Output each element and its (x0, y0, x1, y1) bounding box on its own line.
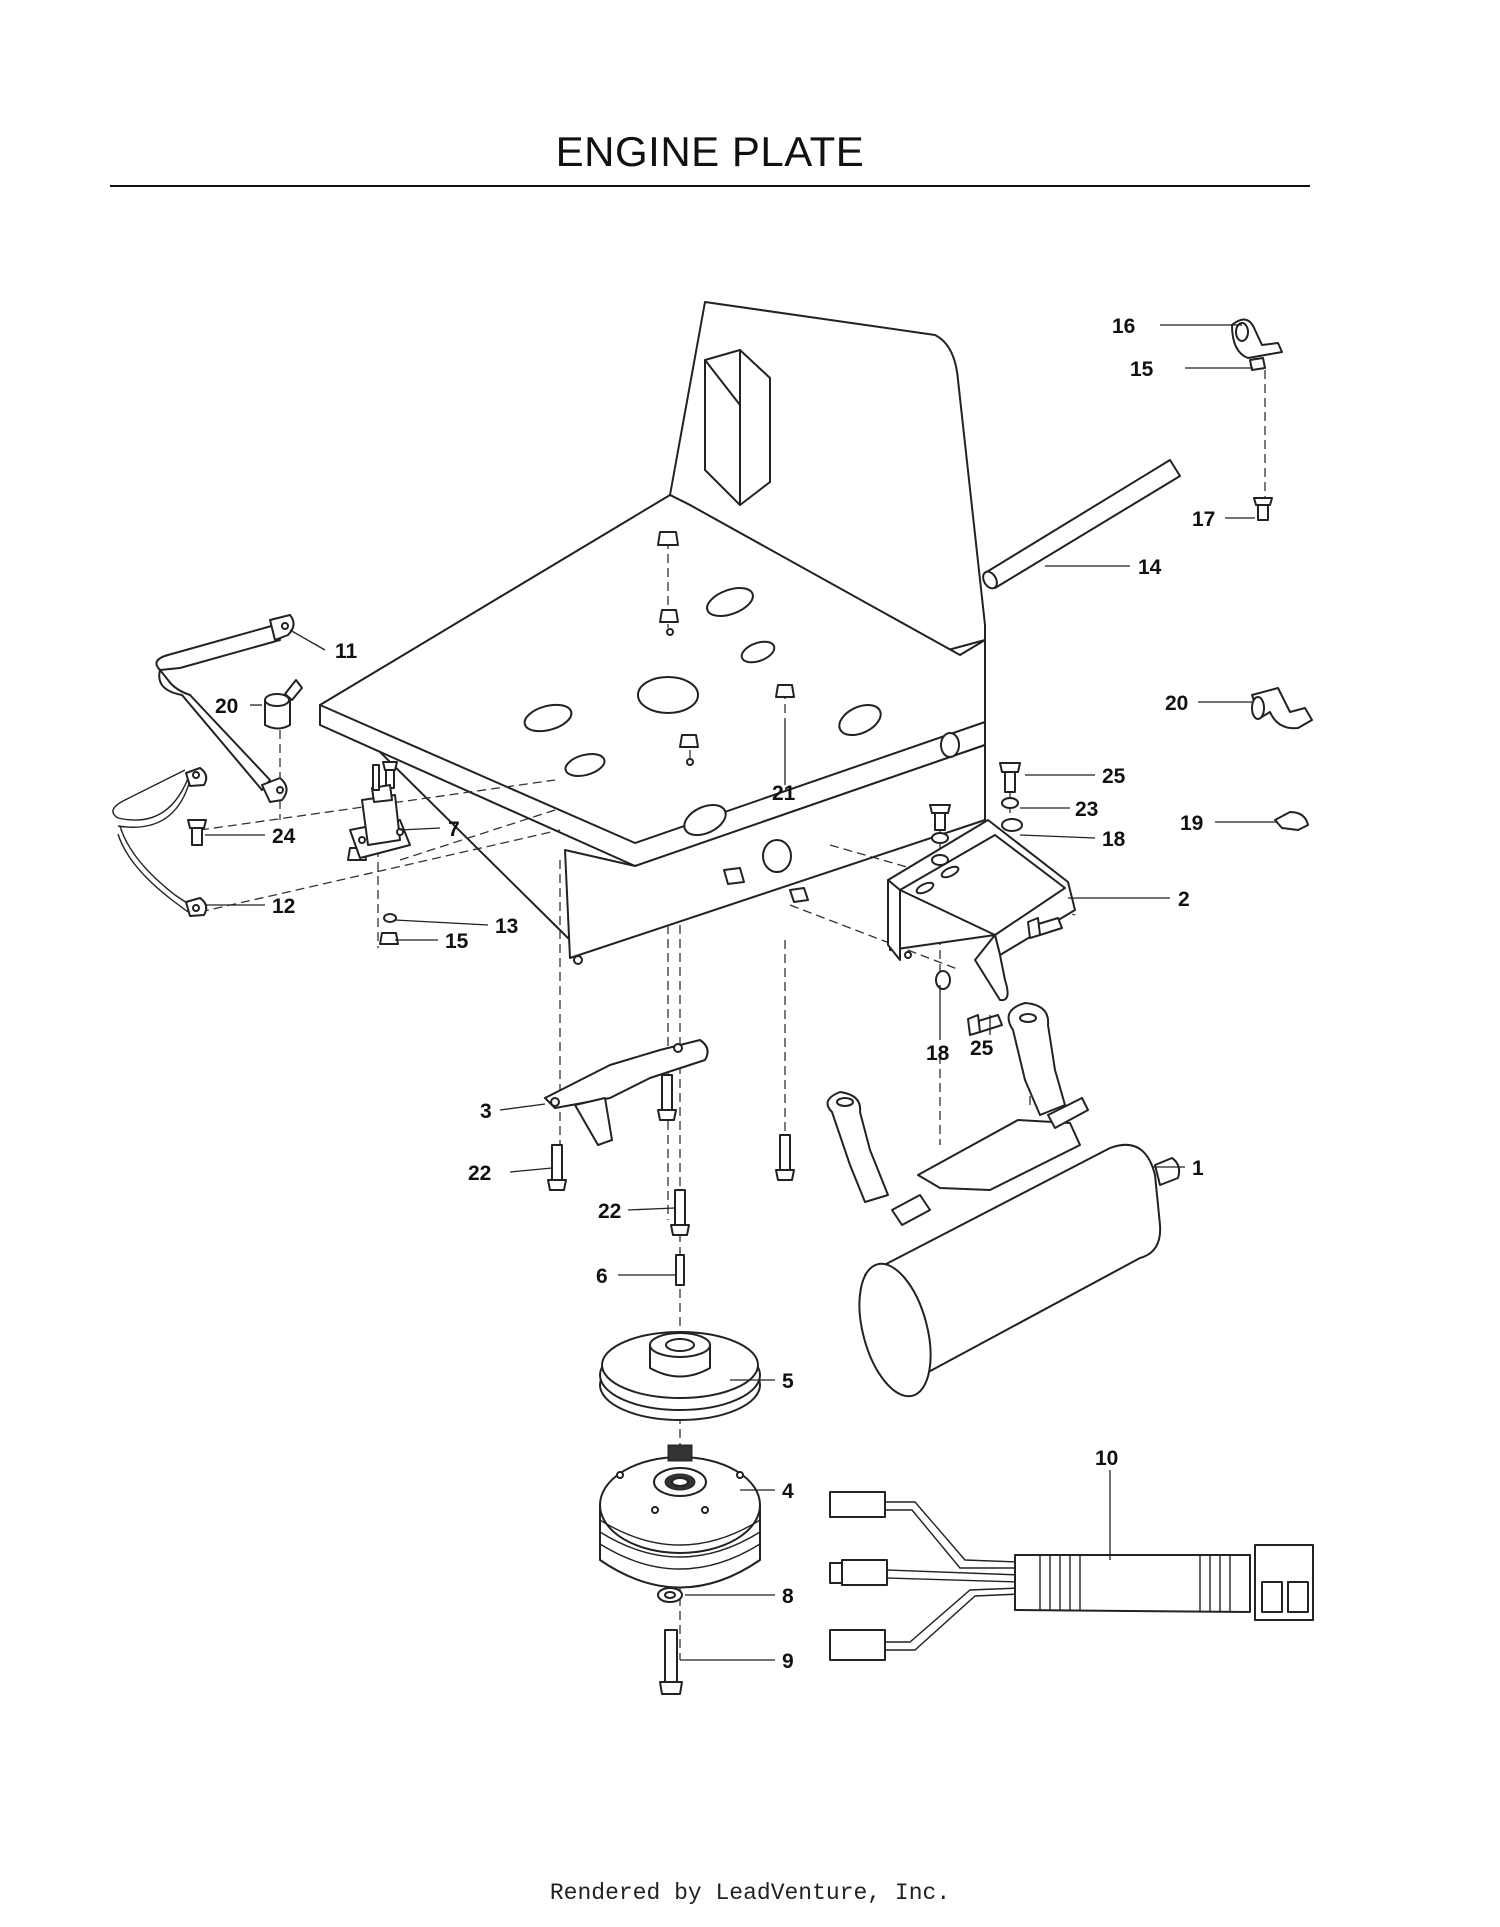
callout-13: 13 (495, 915, 518, 938)
part-11-battery-cable (155, 614, 295, 803)
part-4-clutch (599, 1444, 761, 1589)
callout-25-upper: 25 (1102, 765, 1126, 788)
callout-14: 14 (1138, 556, 1162, 579)
part-20-terminal-boot-left (264, 679, 303, 730)
callout-22-left: 22 (468, 1162, 491, 1185)
plate-nuts (657, 531, 809, 903)
callout-9: 9 (782, 1650, 794, 1673)
callout-8: 8 (782, 1585, 794, 1608)
page-title: ENGINE PLATE (555, 128, 865, 175)
shield-hardware (929, 762, 1063, 1036)
callout-12: 12 (272, 895, 295, 918)
callout-19: 19 (1180, 812, 1203, 835)
part-12-ground-cable (112, 767, 208, 917)
callout-4: 4 (782, 1480, 794, 1503)
part-10-wiring-harness (829, 1491, 1314, 1661)
callout-labels: 1 2 3 4 5 6 7 8 9 10 11 12 13 14 15 15 1… (215, 315, 1215, 1673)
callout-22-right: 22 (598, 1200, 621, 1223)
part-15-16-17-clamp (1231, 318, 1283, 521)
leader-lines (205, 324, 1278, 1661)
callout-15-left: 15 (445, 930, 469, 953)
callout-25-lower: 25 (970, 1037, 994, 1060)
callout-5: 5 (782, 1370, 794, 1393)
callout-16: 16 (1112, 315, 1135, 338)
callout-24: 24 (272, 825, 296, 848)
callout-18-upper: 18 (1102, 828, 1126, 851)
callout-23: 23 (1075, 798, 1098, 821)
callout-17: 17 (1192, 508, 1215, 531)
callout-11: 11 (335, 640, 358, 663)
part-19-clip (1274, 811, 1309, 831)
callout-10: 10 (1095, 1447, 1118, 1470)
callout-6: 6 (596, 1265, 608, 1288)
part-9-bolt (659, 1629, 683, 1695)
callout-1: 1 (1192, 1157, 1204, 1180)
title-underline (110, 185, 1310, 187)
callout-2: 2 (1178, 888, 1190, 911)
part-7-solenoid (349, 764, 411, 859)
footer-credit: Rendered by LeadVenture, Inc. (549, 1880, 951, 1906)
callout-3: 3 (480, 1100, 492, 1123)
callout-20-right: 20 (1165, 692, 1188, 715)
part-1-muffler (826, 1002, 1181, 1398)
part-2-heat-shield (887, 819, 1076, 1002)
part-3-bracket (544, 1039, 709, 1146)
part-6-key (675, 1254, 685, 1286)
callout-15-top: 15 (1130, 358, 1154, 381)
callout-21: 21 (772, 782, 796, 805)
callout-18-lower: 18 (926, 1042, 950, 1065)
part-5-pulley (599, 1331, 761, 1421)
callout-7: 7 (448, 818, 460, 841)
callout-20-left: 20 (215, 695, 238, 718)
engine-plate (319, 301, 986, 965)
part-24-bolt (187, 819, 207, 846)
part-8-washer (657, 1587, 683, 1603)
part-20-terminal-boot-right (1251, 687, 1313, 730)
part-14-rod (982, 459, 1181, 590)
part-22-bolts (547, 1074, 795, 1236)
